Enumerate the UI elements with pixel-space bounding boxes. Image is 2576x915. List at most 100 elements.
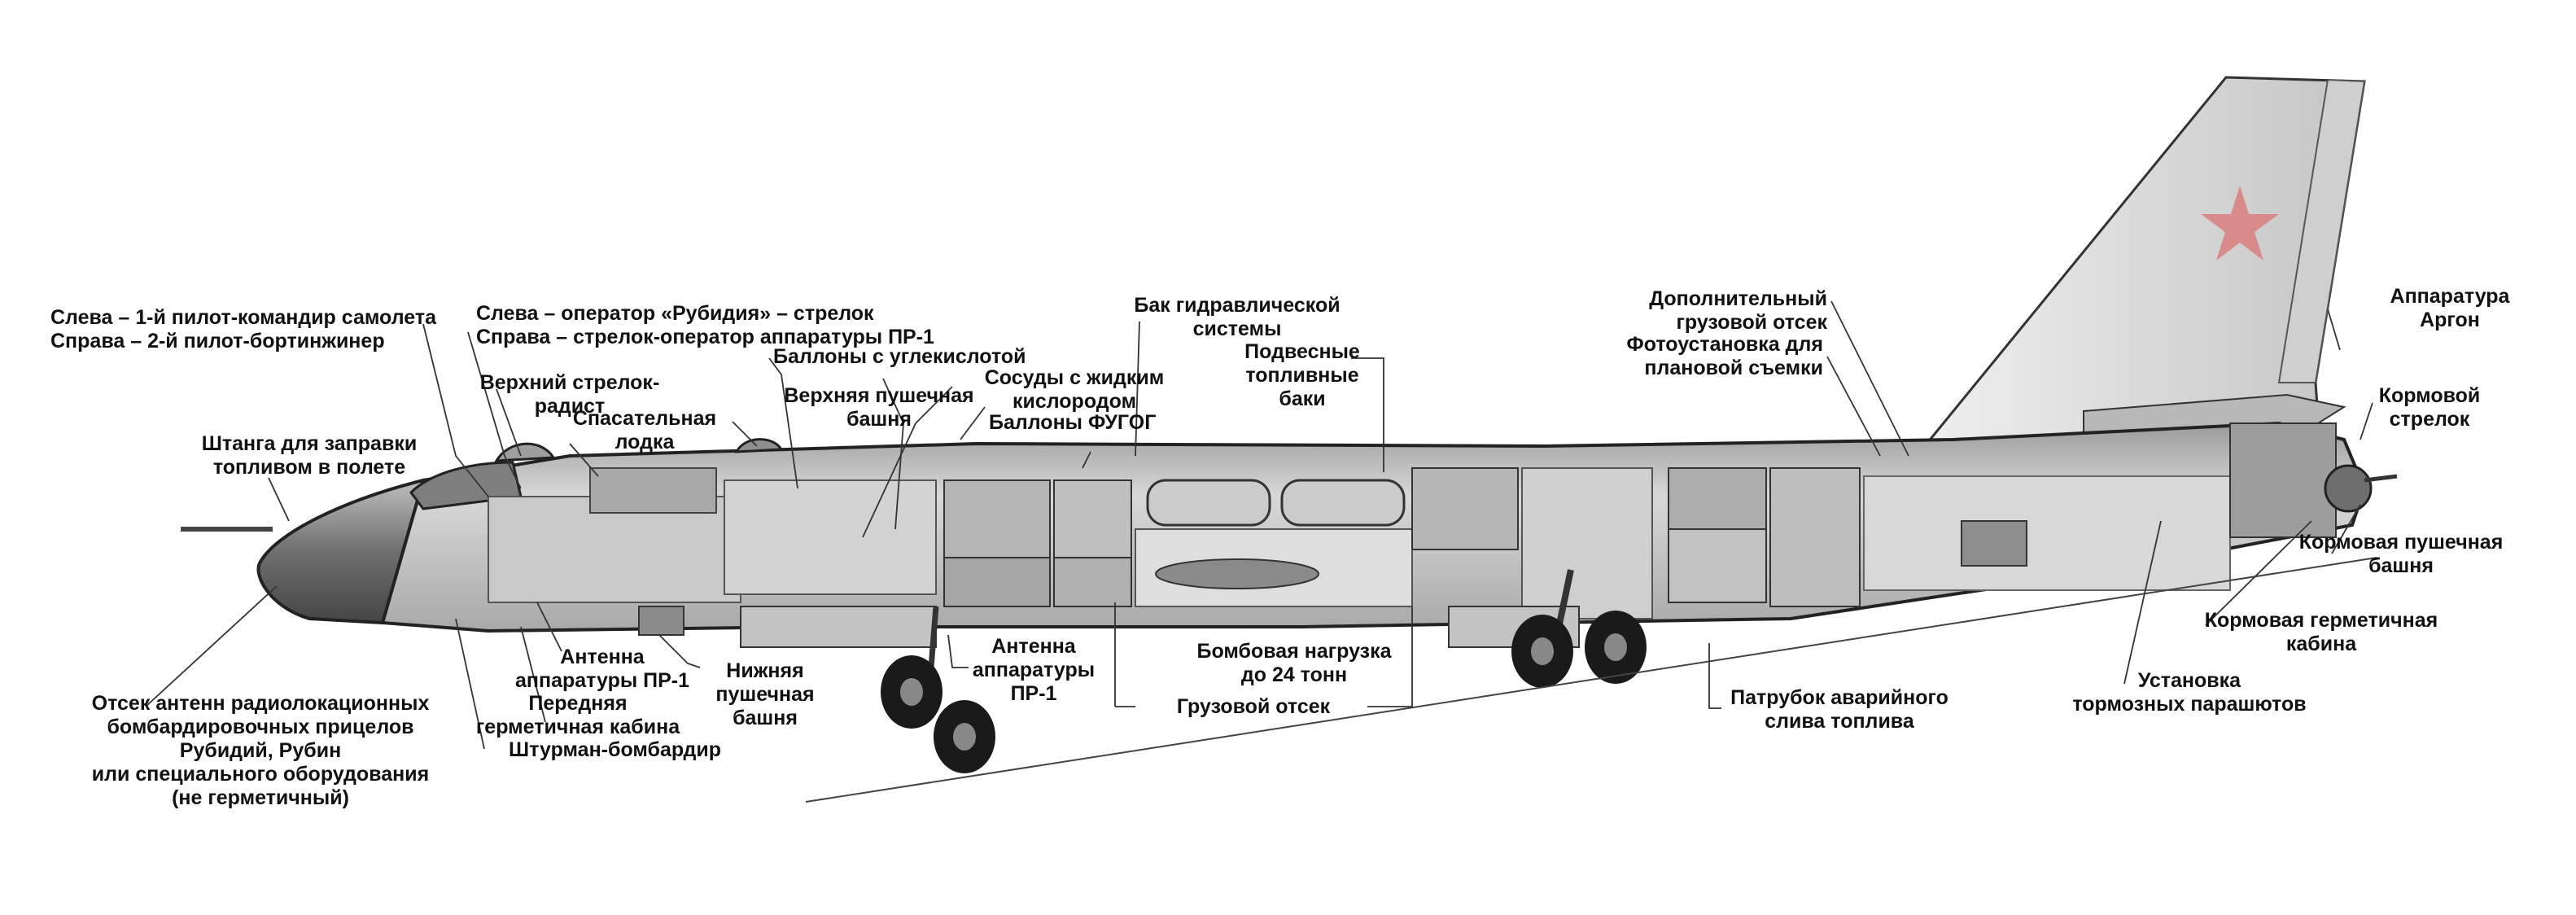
- label-antenna-pr1-mid-line-3: ПР-1: [1011, 682, 1057, 705]
- red-star-icon: [2201, 186, 2279, 260]
- label-radar-bay-line-1: Отсек антенн радиолокационных: [92, 692, 430, 715]
- lower-turret: [638, 606, 684, 636]
- label-tail-gunner-line-2: стрелок: [2390, 408, 2470, 431]
- label-lower-turret-line-2: пушечная: [715, 683, 814, 706]
- tail-cabin: [2229, 422, 2337, 538]
- upper-turret: [734, 438, 784, 453]
- label-additional-cargo-line-1: Дополнительный: [1649, 287, 1827, 310]
- fuel-block-1: [943, 479, 1051, 558]
- nose-landing-gear: [881, 606, 995, 773]
- bomb: [1155, 558, 1319, 589]
- photo-camera: [1961, 520, 2027, 567]
- label-hydraulic-tank-line-2: системы: [1193, 317, 1282, 340]
- label-tail-gunner-line-1: Кормовой: [2379, 384, 2481, 407]
- rear-fuselage-bay: [1863, 475, 2231, 591]
- leader-lines: [146, 300, 2373, 750]
- label-radar-bay-line-3: Рубидий, Рубин: [180, 739, 341, 762]
- ventral-pod: [740, 606, 937, 648]
- label-oxygen-vessels-line-1: Сосуды с жидким: [985, 366, 1165, 389]
- label-cargo-bay: Грузовой отсек: [1177, 695, 1331, 718]
- label-drop-tanks-line-1: Подвесные: [1244, 340, 1360, 363]
- label-photo-camera-line-2: плановой съемки: [1644, 357, 1823, 379]
- label-bomb-load-line-1: Бомбовая нагрузка: [1196, 640, 1392, 663]
- label-lower-turret-line-1: Нижняя: [726, 659, 803, 682]
- label-antenna-pr1-fwd-line-2: аппаратуры ПР-1: [515, 669, 689, 692]
- label-life-boat-line-2: лодка: [615, 431, 676, 453]
- drop-tank-1: [1146, 479, 1271, 527]
- airframe: [181, 76, 2398, 803]
- label-lower-turret-line-3: башня: [733, 707, 798, 729]
- label-fuel-dump-line-2: слива топлива: [1765, 710, 1915, 733]
- label-drop-tanks-line-2: топливные: [1245, 364, 1358, 387]
- label-upper-gunner: Верхний стрелок-радист: [480, 371, 660, 418]
- label-additional-cargo-line-2: грузовой отсек: [1676, 311, 1827, 334]
- fuel-block-3: [943, 557, 1051, 607]
- rudder: [2277, 78, 2366, 383]
- label-tail-cabin-line-1: Кормовая герметичная: [2205, 609, 2438, 632]
- label-radar-bay-line-2: бомбардировочных прицелов: [107, 716, 413, 738]
- label-antenna-pr1-fwd-line-1: Антенна: [560, 646, 645, 668]
- label-upper-gunner-line-2: радист: [535, 395, 606, 418]
- fuel-block-4: [1053, 557, 1132, 607]
- additional-cargo-block-1: [1668, 467, 1767, 530]
- label-fugog-bottles: Баллоны ФУГОГ: [989, 411, 1156, 434]
- drop-tank-2: [1280, 479, 1406, 527]
- label-oxygen-vessels-line-2: кислородом: [1012, 390, 1136, 413]
- rear-cargo-block-2: [1521, 467, 1653, 619]
- label-antenna-pr1-mid-line-2: аппаратуры: [973, 659, 1095, 681]
- label-brake-parachutes-line-1: Установка: [2138, 669, 2241, 692]
- nose-radome: [256, 478, 426, 625]
- rear-cargo-block-1: [1411, 467, 1519, 550]
- label-pilots-line-1: Слева – 1-й пилот-командир самолета: [50, 306, 437, 329]
- label-argon-line-2: Аргон: [2420, 309, 2480, 331]
- ground-line: [805, 557, 2377, 803]
- cabin-bulkhead: [724, 479, 937, 595]
- label-tail-turret-line-1: Кормовая пушечная: [2299, 531, 2504, 554]
- additional-cargo-block-3: [1769, 467, 1861, 607]
- upper-blister: [494, 442, 556, 462]
- label-fuel-dump-line-1: Патрубок аварийного: [1730, 686, 1948, 709]
- label-refuel-probe-line-1: Штанга для заправки: [202, 432, 417, 455]
- tail-gun: [2364, 474, 2398, 483]
- life-boat-bay: [589, 467, 717, 514]
- label-operators-line-2: Справа – стрелок-оператор аппаратуры ПР-…: [476, 326, 934, 348]
- label-pilots-line-2: Справа – 2-й пилот-бортинжинер: [50, 330, 385, 352]
- label-bomb-load-line-2: до 24 тонн: [1241, 663, 1347, 686]
- label-photo-camera-line-1: Фотоустановка для: [1626, 333, 1823, 356]
- label-operators-line-1: Слева – оператор «Рубидия» – стрелок: [476, 302, 874, 325]
- additional-cargo-block-2: [1668, 528, 1767, 603]
- label-argon-line-1: Аппаратура: [2390, 285, 2511, 308]
- label-tail-cabin-line-2: кабина: [2286, 633, 2357, 655]
- label-front-cabin-line-1: Передняя: [528, 692, 627, 715]
- label-life-boat-line-1: Спасательная: [573, 407, 716, 430]
- label-front-cabin-line-2: герметичная кабина: [476, 716, 680, 738]
- fuel-block-2: [1053, 479, 1132, 558]
- tail-turret: [2324, 464, 2373, 513]
- label-co2-bottles: Баллоны с углекислотой: [773, 345, 1026, 368]
- label-hydraulic-tank-line-1: Бак гидравлической: [1134, 294, 1340, 317]
- label-tail-turret-line-2: башня: [2368, 554, 2434, 577]
- label-radar-bay-line-5: (не герметичный): [172, 786, 349, 809]
- label-navigator: Штурман-бомбардир: [509, 738, 721, 761]
- label-antenna-pr1-mid-line-1: Антенна: [991, 635, 1077, 658]
